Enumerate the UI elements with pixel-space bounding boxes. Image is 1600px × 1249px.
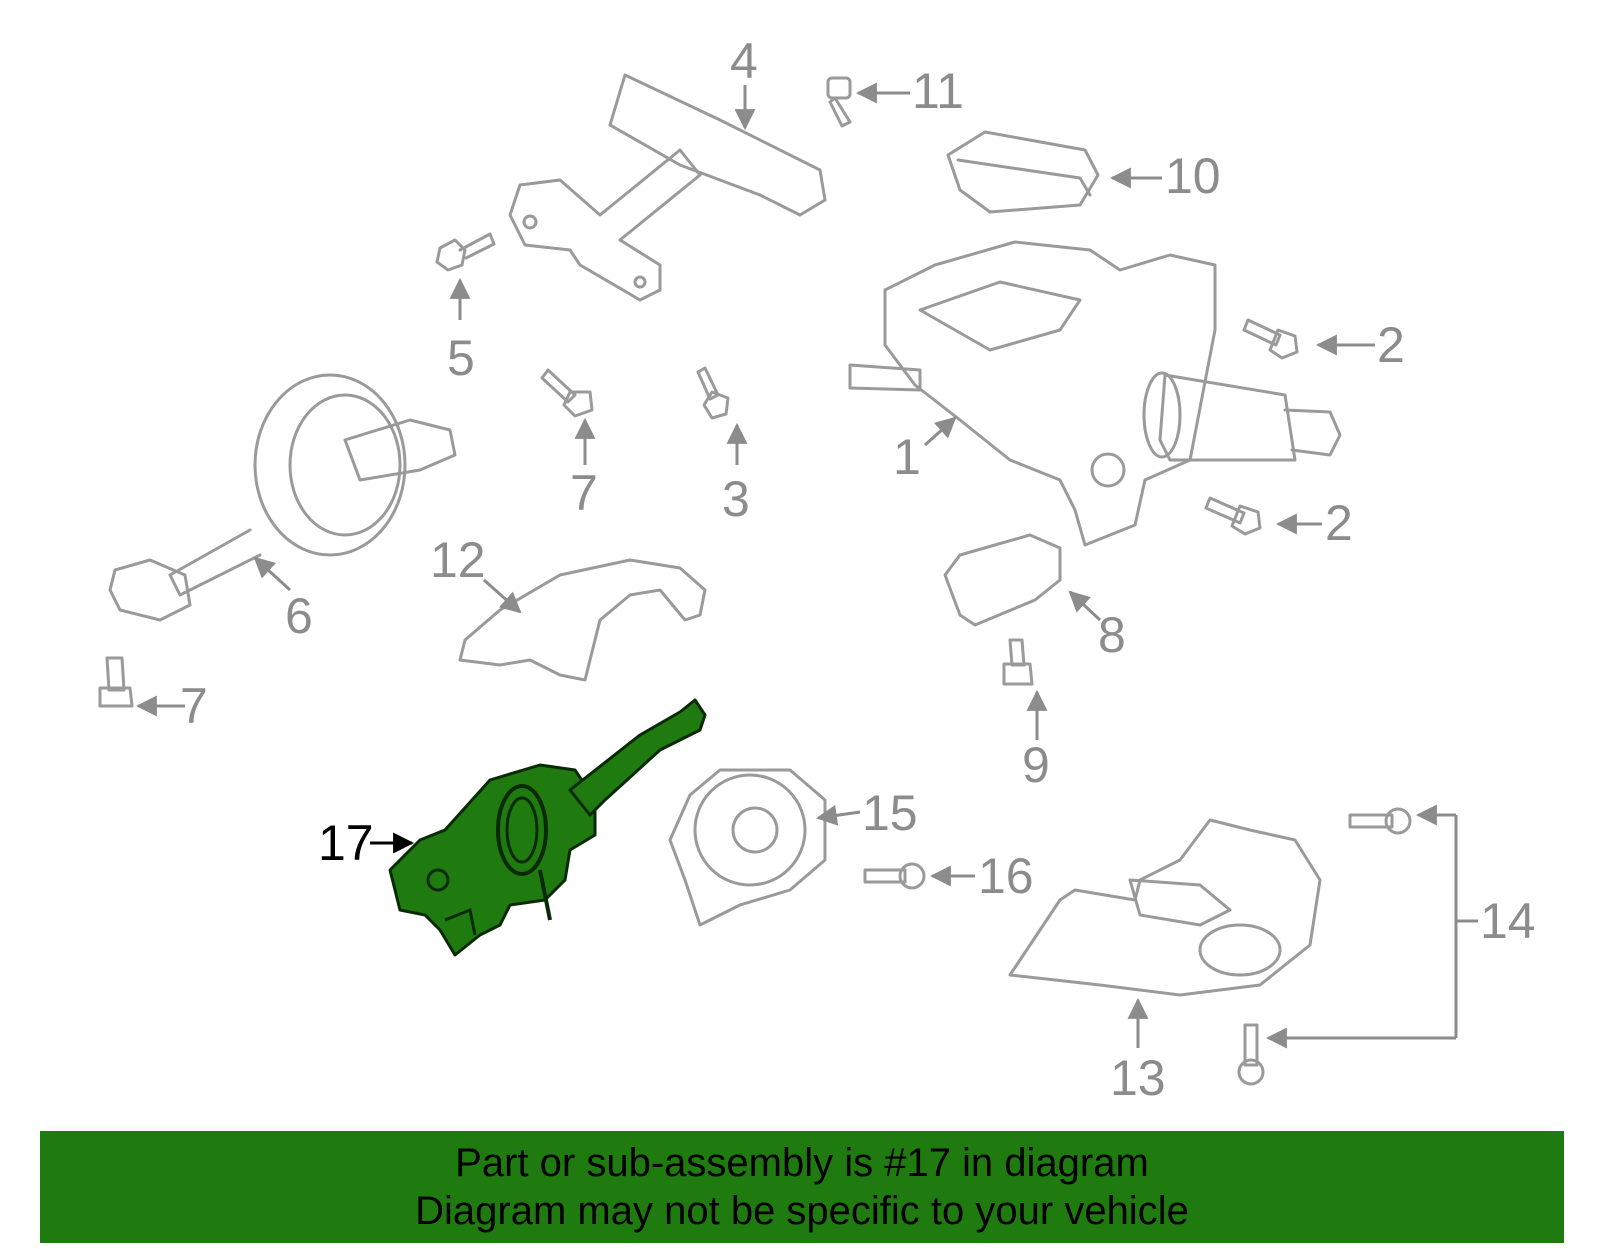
part-1-steering-column[interactable]	[848, 240, 1342, 547]
callout-14: 14	[1480, 893, 1536, 949]
part-7-bolt-lower[interactable]	[98, 656, 134, 708]
leader-lines	[135, 82, 1478, 1049]
part-2-bolt-lower[interactable]	[1204, 496, 1262, 536]
part-11-bolt[interactable]	[826, 76, 852, 128]
callout-3: 3	[722, 471, 750, 527]
callout-13: 13	[1110, 1050, 1166, 1106]
part-5-bolt[interactable]	[435, 232, 496, 272]
callout-6: 6	[285, 588, 313, 644]
part-10-control-module[interactable]	[946, 130, 1100, 214]
callout-7-lower: 7	[180, 678, 208, 734]
info-banner: Part or sub-assembly is #17 in diagram D…	[40, 1131, 1564, 1243]
part-12-upper-cover[interactable]	[458, 558, 707, 682]
part-17-combination-switch[interactable]	[388, 698, 707, 957]
part-13-lower-cover[interactable]	[1008, 818, 1322, 997]
banner-line-1: Part or sub-assembly is #17 in diagram	[455, 1141, 1149, 1185]
callout-9: 9	[1022, 737, 1050, 793]
callout-8: 8	[1098, 607, 1126, 663]
callout-2-lower: 2	[1325, 495, 1353, 551]
part-6-intermediate-shaft[interactable]	[108, 373, 457, 622]
part-9-bolt[interactable]	[1002, 638, 1034, 686]
part-3-bolt[interactable]	[696, 366, 730, 420]
banner-line-2: Diagram may not be specific to your vehi…	[415, 1189, 1189, 1233]
callout-12: 12	[430, 532, 486, 588]
callout-17: 17	[318, 815, 374, 871]
part-16-bolt[interactable]	[863, 862, 926, 890]
callout-7-upper: 7	[570, 465, 598, 521]
callout-10: 10	[1165, 148, 1221, 204]
callout-16: 16	[978, 848, 1034, 904]
callout-labels: 4 11 10 5 2 7 3 1 2 6 12 8 7 9 15 16 14 …	[180, 33, 1536, 1106]
callout-1: 1	[893, 429, 921, 485]
part-14-screw-upper[interactable]	[1348, 807, 1412, 835]
part-4-support-bracket[interactable]	[508, 73, 827, 302]
part-14-screw-lower[interactable]	[1237, 1023, 1265, 1086]
callout-11: 11	[912, 63, 964, 119]
callout-4: 4	[730, 33, 758, 89]
part-7-bolt-upper[interactable]	[540, 368, 594, 418]
part-15-clock-spring[interactable]	[668, 768, 827, 927]
part-2-bolt-upper[interactable]	[1242, 318, 1299, 360]
callout-5: 5	[447, 330, 475, 386]
callout-15: 15	[862, 785, 918, 841]
part-8-cap[interactable]	[943, 533, 1062, 627]
callout-2-upper: 2	[1377, 317, 1405, 373]
